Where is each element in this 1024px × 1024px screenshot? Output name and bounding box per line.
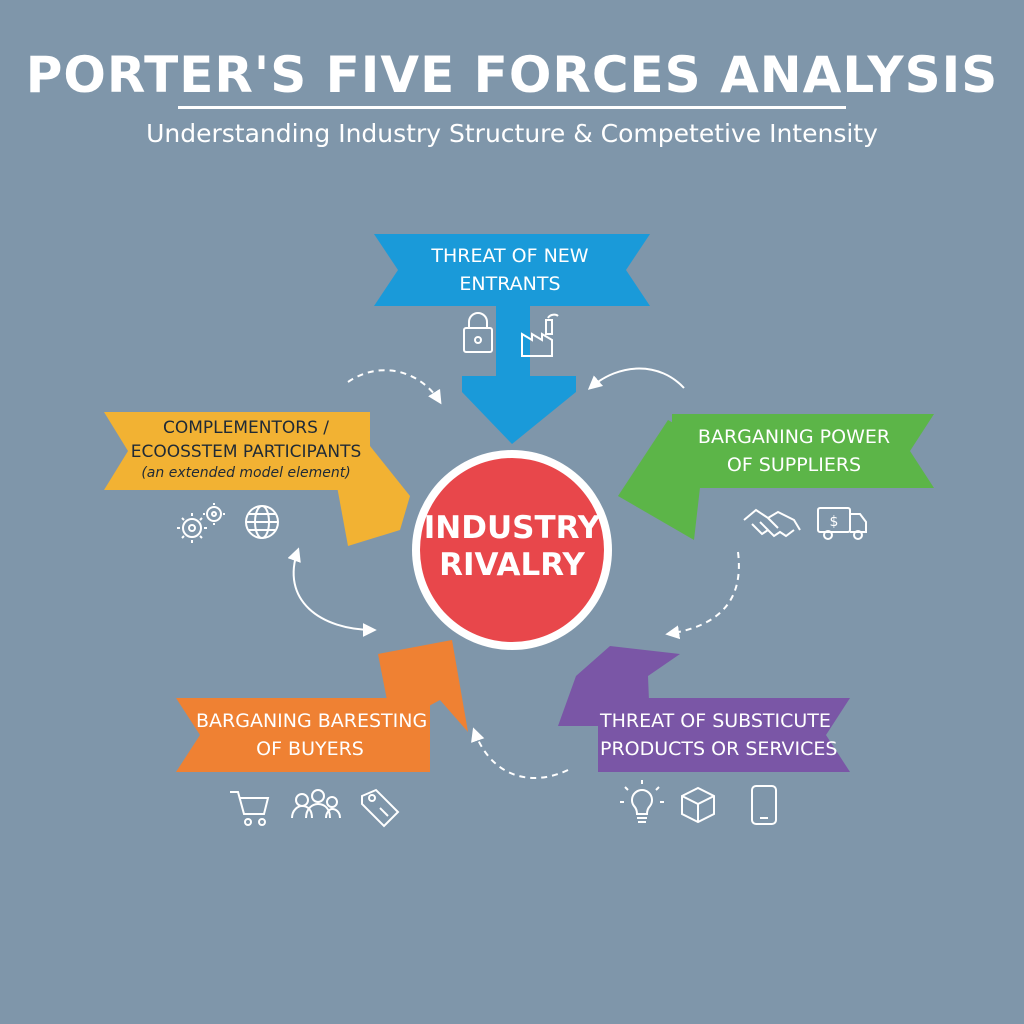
box-icon <box>681 786 715 824</box>
rivalry-circle <box>420 458 604 642</box>
price-tag-icon <box>361 788 400 828</box>
force-buyers <box>176 640 468 828</box>
shopping-cart-icon <box>230 791 270 826</box>
svg-text:$: $ <box>830 514 839 530</box>
gears-icon <box>177 503 225 543</box>
buyers-label: BARGANING BARESTING OF BUYERS <box>196 710 428 760</box>
new-entrants-label: THREAT OF NEW ENTRANTS <box>431 245 589 295</box>
globe-icon <box>245 505 279 539</box>
suppliers-banner <box>672 414 934 488</box>
lightbulb-icon <box>620 780 664 823</box>
padlock-icon <box>463 312 493 353</box>
page-title: PORTER'S FIVE FORCES ANALYSIS <box>25 46 999 104</box>
substitutes-banner <box>598 698 850 772</box>
delivery-truck-icon: $ <box>817 507 867 540</box>
connector-arrow-left <box>287 547 377 637</box>
connector-arrow-bottom <box>471 727 569 779</box>
factory-icon <box>521 313 559 357</box>
handshake-icon <box>743 508 801 538</box>
buyers-banner <box>176 698 430 772</box>
complementors-label: COMPLEMENTORS / ECOOSSTEM PARTICIPANTS (… <box>124 416 368 482</box>
complementors-note: (an extended model element) <box>141 465 351 481</box>
substitutes-label: THREAT OF SUBSTICUTE PRODUCTS OR SERVICE… <box>600 710 838 760</box>
industry-rivalry-hub <box>412 450 612 650</box>
connector-arrow-top-left <box>347 369 442 405</box>
people-group-icon <box>291 789 341 819</box>
new-entrants-arrow <box>462 306 576 444</box>
connector-arrow-right <box>665 551 740 640</box>
page-subtitle: Understanding Industry Structure & Compe… <box>146 119 878 148</box>
connector-arrow-top-right <box>587 367 685 390</box>
industry-rivalry-label: INDUSTRY RIVALRY <box>423 510 601 583</box>
force-new-entrants <box>374 234 650 444</box>
new-entrants-banner <box>374 234 650 306</box>
force-complementors <box>104 412 410 546</box>
suppliers-label: BARGANING POWER OF SUPPLIERS <box>697 426 891 476</box>
title-divider <box>178 106 846 109</box>
smartphone-icon <box>751 785 777 825</box>
complementors-banner <box>104 412 370 490</box>
force-suppliers: $ <box>618 414 934 540</box>
substitutes-arrow <box>558 646 680 726</box>
force-substitutes <box>558 646 850 825</box>
